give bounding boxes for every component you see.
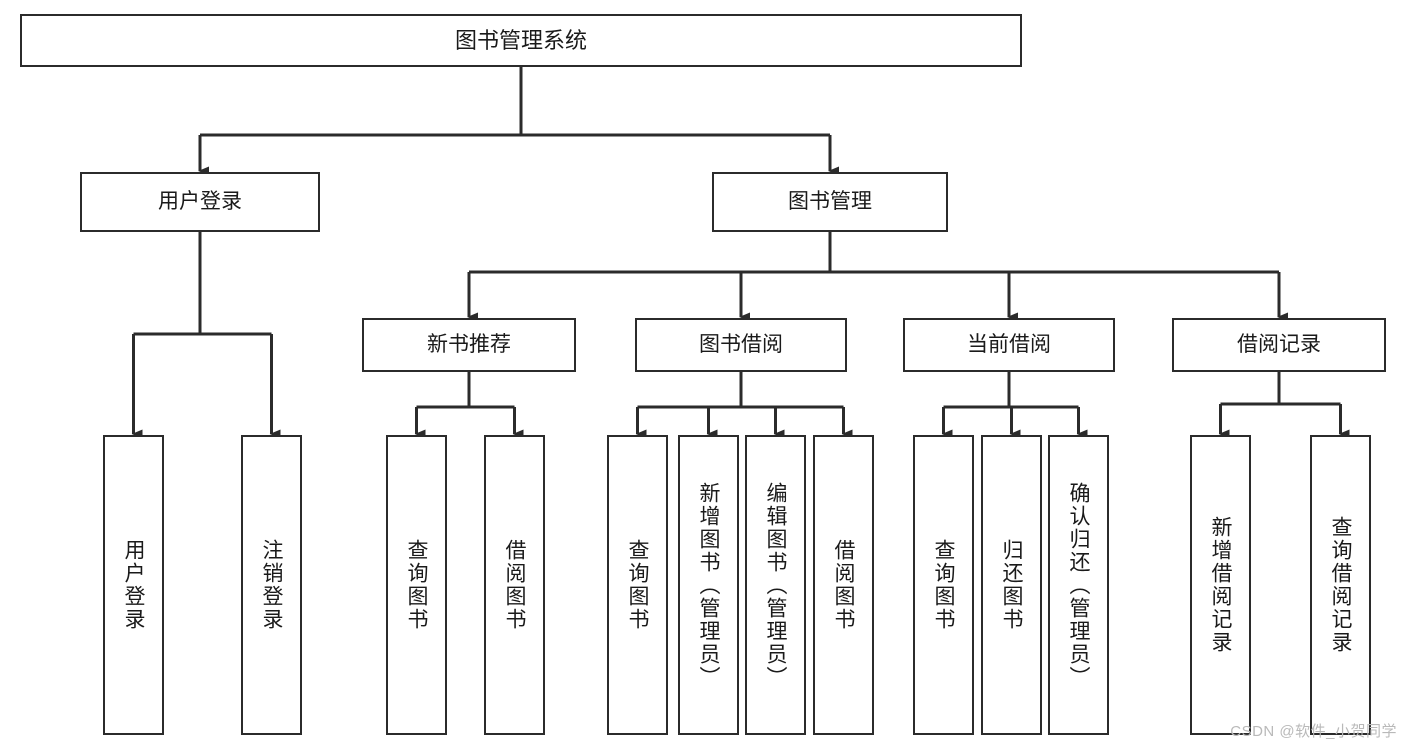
node-leaf-user-login[interactable]: 用户登录 [103, 435, 164, 735]
node-label: 借阅图书 [832, 539, 856, 631]
connector-lines [131, 67, 1350, 439]
node-label: 编辑图书（管理员） [764, 481, 788, 689]
node-label: 查询借阅记录 [1329, 516, 1353, 654]
node-label: 图书借阅 [699, 332, 783, 356]
watermark: CSDN @软件_小贺同学 [1230, 723, 1397, 740]
node-label: 借阅图书 [503, 539, 527, 631]
node-label: 借阅记录 [1237, 332, 1321, 356]
node-root[interactable]: 图书管理系统 [20, 14, 1022, 67]
node-book-manage[interactable]: 图书管理 [712, 172, 948, 232]
node-leaf-cb-return-book[interactable]: 归还图书 [981, 435, 1042, 735]
node-label: 用户登录 [122, 539, 146, 631]
node-leaf-bb-add-book[interactable]: 新增图书（管理员） [678, 435, 739, 735]
node-borrow-record[interactable]: 借阅记录 [1172, 318, 1386, 372]
node-label: 用户登录 [158, 189, 242, 213]
node-label: 查询图书 [405, 539, 429, 631]
node-leaf-bb-borrow-book[interactable]: 借阅图书 [813, 435, 874, 735]
node-leaf-bb-edit-book[interactable]: 编辑图书（管理员） [745, 435, 806, 735]
node-label: 新增借阅记录 [1209, 516, 1233, 654]
node-label: 当前借阅 [967, 332, 1051, 356]
node-leaf-rec-query-book[interactable]: 查询图书 [386, 435, 447, 735]
node-label: 查询图书 [932, 539, 956, 631]
node-label: 新书推荐 [427, 332, 511, 356]
node-label: 归还图书 [1000, 539, 1024, 631]
node-leaf-logout[interactable]: 注销登录 [241, 435, 302, 735]
node-book-borrow[interactable]: 图书借阅 [635, 318, 847, 372]
node-leaf-br-add-record[interactable]: 新增借阅记录 [1190, 435, 1251, 735]
node-user-login[interactable]: 用户登录 [80, 172, 320, 232]
node-leaf-br-query-record[interactable]: 查询借阅记录 [1310, 435, 1371, 735]
node-label: 新增图书（管理员） [697, 481, 721, 689]
node-leaf-cb-confirm-return[interactable]: 确认归还（管理员） [1048, 435, 1109, 735]
node-leaf-rec-borrow-book[interactable]: 借阅图书 [484, 435, 545, 735]
node-label: 查询图书 [626, 539, 650, 631]
node-leaf-cb-query-book[interactable]: 查询图书 [913, 435, 974, 735]
node-label: 图书管理 [788, 189, 872, 213]
node-current-borrow[interactable]: 当前借阅 [903, 318, 1115, 372]
node-label: 图书管理系统 [454, 27, 587, 53]
node-label: 注销登录 [260, 539, 284, 631]
node-leaf-bb-query-book[interactable]: 查询图书 [607, 435, 668, 735]
node-new-book-rec[interactable]: 新书推荐 [362, 318, 576, 372]
node-label: 确认归还（管理员） [1067, 481, 1091, 689]
